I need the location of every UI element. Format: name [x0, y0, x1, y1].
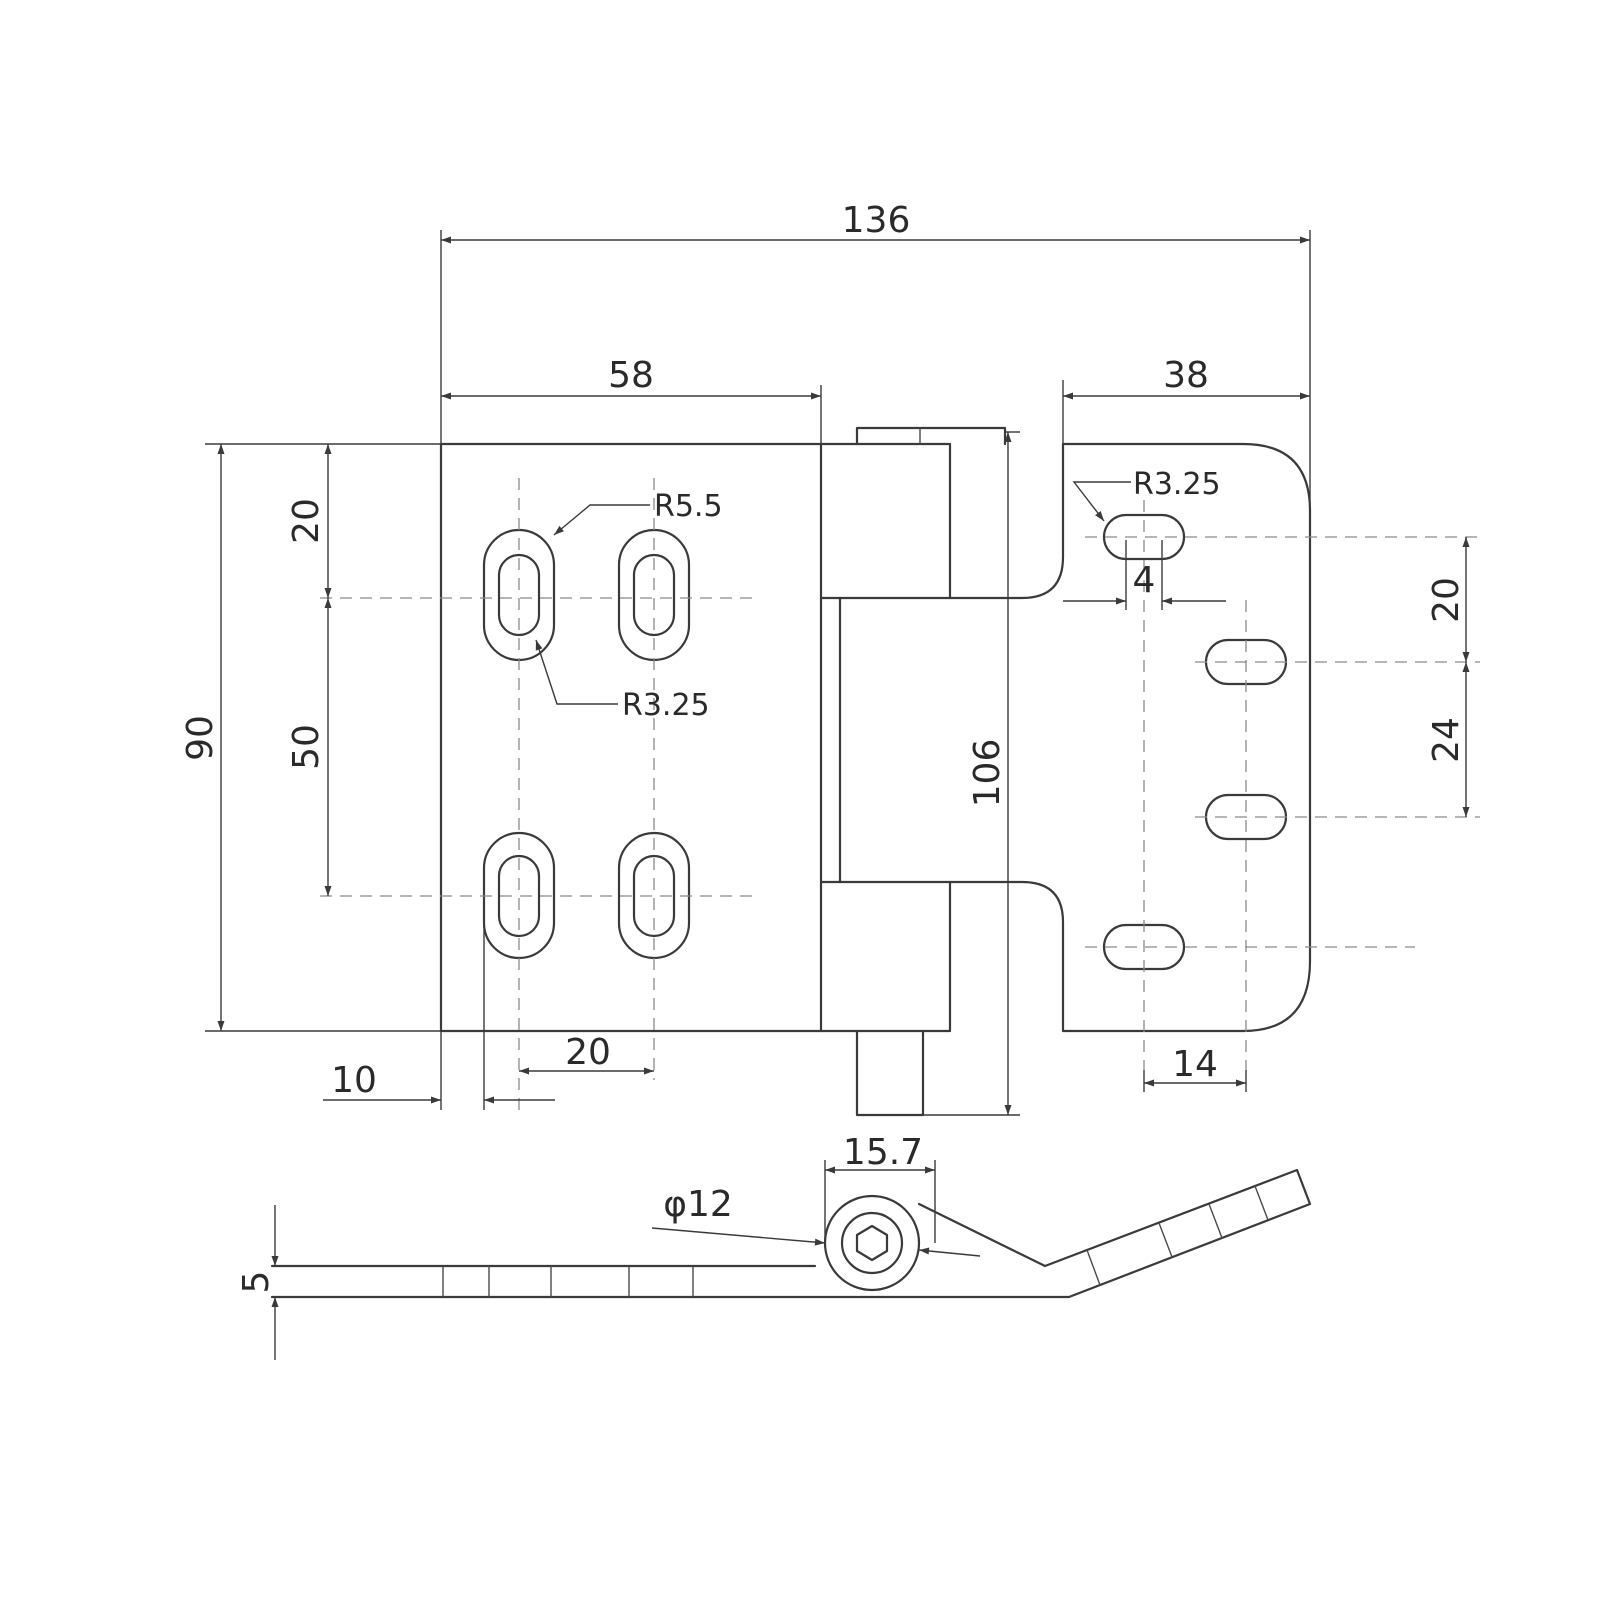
dim-slot-vertical-spacing: 50 [286, 598, 332, 896]
slot-inner-bottom-right [632, 854, 676, 938]
dim-58-label: 58 [608, 355, 654, 396]
dim-50-label: 50 [286, 724, 327, 770]
slot-inner-top-right [632, 553, 676, 637]
callout-right-slot-radius: R3.25 [1072, 467, 1221, 522]
dim-90-label: 90 [180, 715, 221, 761]
dim-136-label: 136 [842, 200, 911, 241]
callout-r325-label: R3.25 [622, 688, 710, 723]
callout-r55-label: R5.5 [654, 489, 723, 524]
right-slot-1 [1102, 513, 1186, 561]
dim-left-edge-offset: 10 [323, 900, 555, 1110]
dim-20-bottom-label: 20 [565, 1032, 611, 1073]
knuckle-outer-circle [823, 1194, 921, 1292]
dim-leaf-thickness: 5 [236, 1205, 279, 1360]
dim-slot-horizontal-spacing: 20 [519, 1032, 654, 1075]
left-leaf-centerlines [320, 478, 760, 1110]
dim-20-top-label: 20 [286, 498, 327, 544]
right-leaf [948, 442, 1312, 1033]
dim-106-label: 106 [967, 739, 1008, 808]
dim-overall-width: 136 [440, 200, 1311, 511]
dim-right-slot-top-spacing: 20 [1426, 537, 1470, 662]
dim-10-label: 10 [331, 1060, 377, 1101]
dim-157-label: 15.7 [843, 1132, 923, 1173]
dim-phi12-label: φ12 [663, 1184, 733, 1225]
slot-inner-bottom-left [497, 854, 541, 938]
dim-knuckle-width: 15.7 [824, 1132, 936, 1243]
callout-outer-slot-radius: R5.5 [553, 489, 723, 536]
dim-pin-diameter: φ12 [651, 1184, 981, 1257]
dim-right-bottom-offset: 14 [1143, 1044, 1247, 1092]
side-view [270, 1168, 1312, 1299]
pin-circle [840, 1211, 904, 1275]
pin-hex-socket [855, 1224, 889, 1262]
left-leaf-slots [482, 528, 691, 960]
dim-pin-length: 106 [923, 431, 1020, 1116]
dim-20-right-label: 20 [1426, 577, 1467, 623]
dim-24-label: 24 [1426, 717, 1467, 763]
dim-right-slot-offset: 4 [1063, 540, 1226, 610]
dim-5-label: 5 [236, 1271, 277, 1294]
dim-left-leaf-width: 58 [441, 355, 822, 444]
dim-slot-top-offset: 20 [286, 444, 332, 598]
slot-inner-top-left [497, 553, 541, 637]
dim-4-label: 4 [1133, 560, 1156, 601]
callout-right-r325-label: R3.25 [1133, 467, 1221, 502]
right-leaf-centerlines [1085, 500, 1480, 1070]
dim-14-label: 14 [1172, 1044, 1218, 1085]
dim-left-leaf-height: 90 [180, 443, 441, 1032]
dim-38-label: 38 [1163, 355, 1209, 396]
callout-inner-slot-radius: R3.25 [535, 639, 710, 723]
left-leaf [439, 442, 823, 1033]
dim-right-leaf-width: 38 [1062, 355, 1310, 444]
dim-right-slot-mid-spacing: 24 [1426, 662, 1470, 817]
